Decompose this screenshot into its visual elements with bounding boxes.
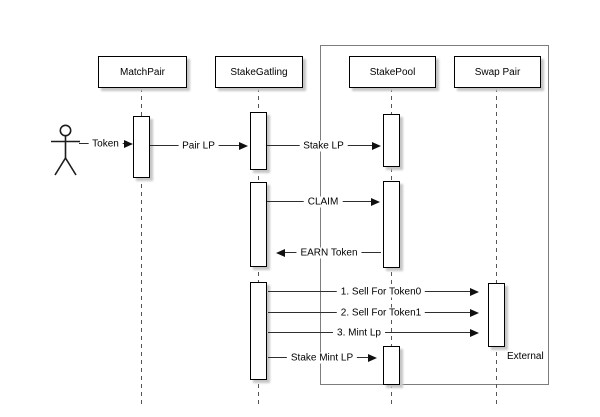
lifeline-matchpair [141,88,143,405]
participant-stakegatling: StakeGatling [215,56,303,88]
activation-bar-matchpair [133,116,150,178]
arrowhead-right-icon [124,140,133,148]
arrowhead-right-icon [371,198,380,206]
activation-bar-stakegatling-1 [250,112,267,170]
frame-label-external: External [507,351,544,362]
external-group-frame [320,45,549,385]
message-sell-for-token1-label: 2. Sell For Token1 [336,307,426,319]
participant-matchpair: MatchPair [98,56,187,88]
participant-swap-pair-label: Swap Pair [474,66,521,78]
activation-bar-stakepool-2 [383,181,400,268]
activation-bar-swap-pair [488,283,505,347]
participant-matchpair-label: MatchPair [119,66,165,78]
arrowhead-right-icon [470,309,479,317]
arrowhead-right-icon [372,142,381,150]
message-pair-lp-label: Pair LP [178,140,219,152]
arrowhead-right-icon [470,329,479,337]
message-claim-label: CLAIM [303,196,343,208]
participant-stakegatling-label: StakeGatling [230,66,288,78]
actor-stick-figure-icon [51,124,80,176]
message-sell-for-token0-label: 1. Sell For Token0 [336,286,426,298]
activation-bar-stakegatling-2 [250,182,267,267]
participant-stakepool-label: StakePool [369,66,416,78]
message-token-label: Token [88,138,123,150]
lifeline-swap-pair [496,88,498,405]
arrowhead-right-icon [368,354,377,362]
message-stake-lp-label: Stake LP [299,140,348,152]
arrowhead-left-icon [276,249,285,257]
activation-bar-stakepool-3 [383,346,400,385]
message-stake-mint-lp-label: Stake Mint LP [286,352,358,364]
message-mint-lp-label: 3. Mint Lp [333,327,385,339]
message-earn-token-label: EARN Token [296,247,362,259]
activation-bar-stakepool-1 [383,114,400,167]
participant-swap-pair: Swap Pair [454,56,541,88]
arrowhead-right-icon [470,288,479,296]
participant-stakepool: StakePool [349,56,436,88]
activation-bar-stakegatling-3 [250,282,267,380]
arrowhead-right-icon [239,142,248,150]
